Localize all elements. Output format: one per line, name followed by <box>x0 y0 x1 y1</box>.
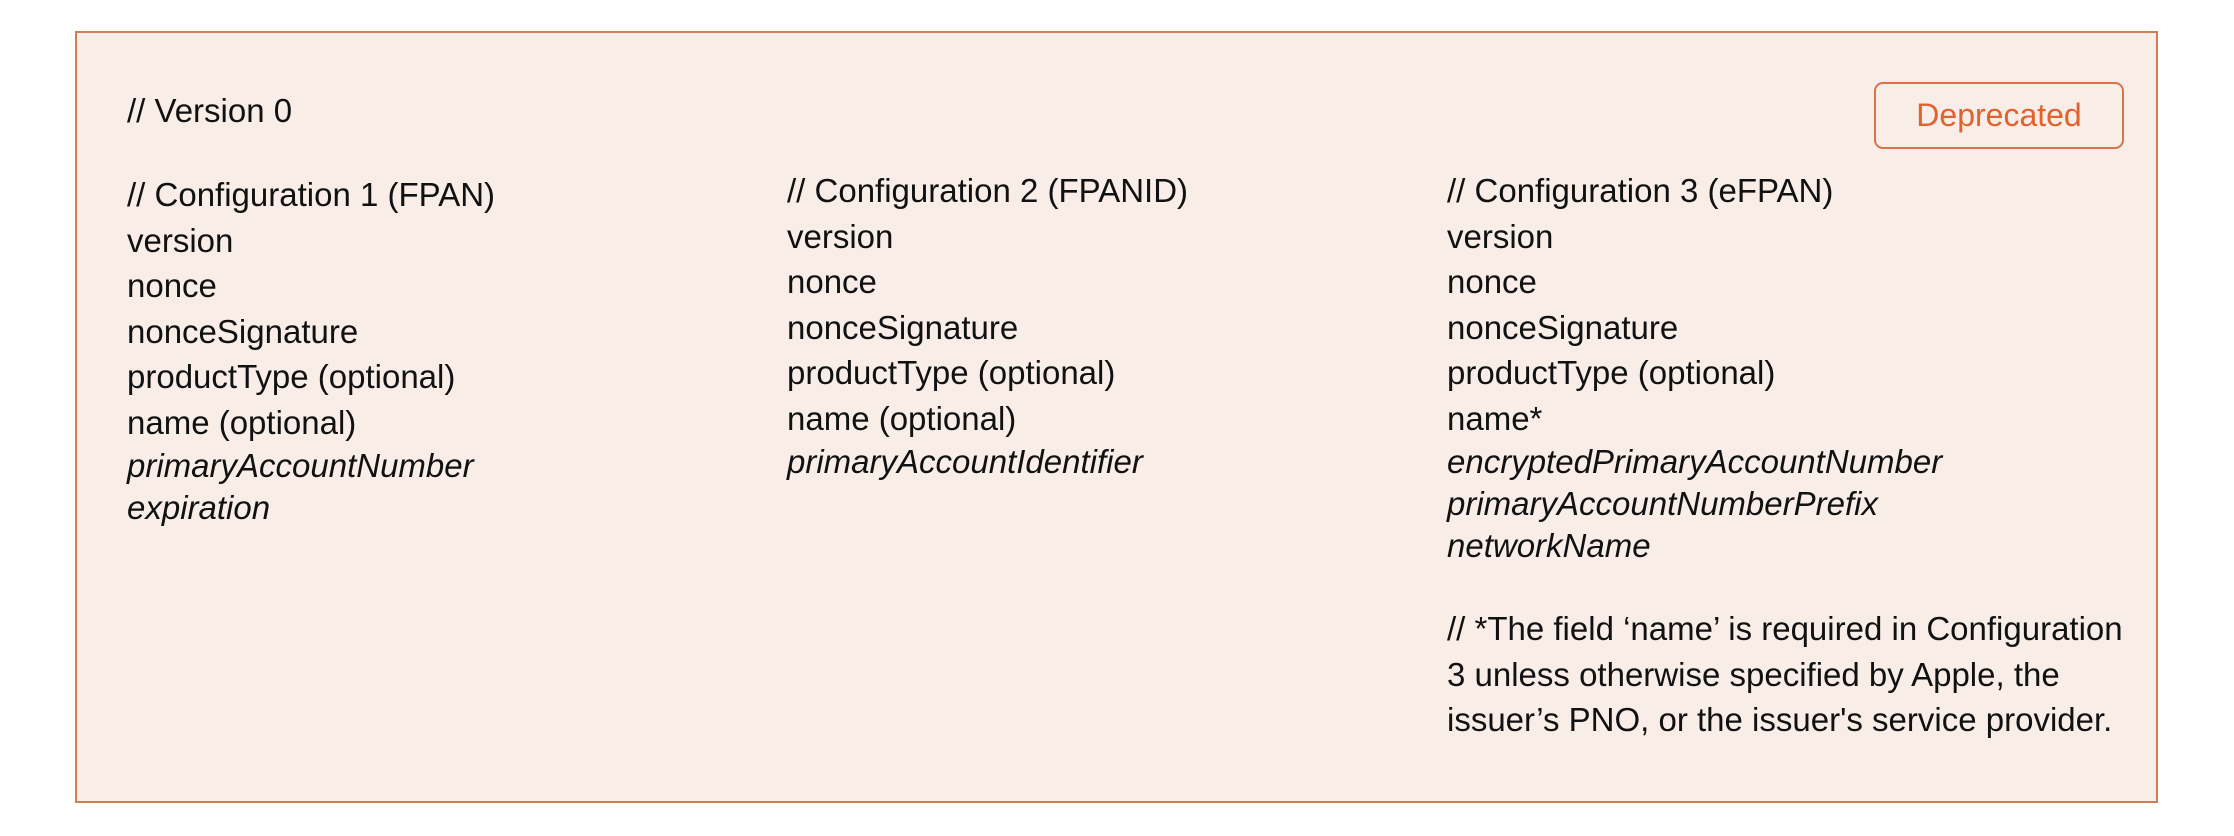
code-sample-panel <box>75 31 2158 803</box>
field-version: version <box>127 221 234 259</box>
field-nonce-signature: nonceSignature <box>787 308 1019 346</box>
field-nonce: nonce <box>127 267 217 304</box>
field-version: version <box>1447 217 1554 255</box>
field-nonce-signature: nonceSignature <box>127 312 359 350</box>
field-encrypted-primary-account-number: encryptedPrimaryAccountNumber <box>1447 443 1943 480</box>
name-required-note: // *The field ‘name’ is required in Conf… <box>1447 610 2123 738</box>
version-comment: // Version 0 <box>127 92 293 129</box>
field-primary-account-number-prefix: primaryAccountNumberPrefix <box>1447 485 1878 522</box>
configuration-3-heading: // Configuration 3 (eFPAN) <box>1447 172 1834 209</box>
field-name-required: name* <box>1447 399 1543 437</box>
field-product-type: productType (optional) <box>1447 354 1776 391</box>
field-nonce: nonce <box>787 263 877 300</box>
deprecated-badge: Deprecated <box>1874 82 2124 149</box>
field-name: name (optional) <box>127 403 357 441</box>
field-network-name: networkName <box>1447 527 1651 564</box>
field-name: name (optional) <box>787 399 1017 437</box>
configuration-1-column: // Configuration 1 (FPAN) version nonce … <box>127 172 495 529</box>
configuration-1-heading: // Configuration 1 (FPAN) <box>127 176 496 213</box>
configuration-2-column: // Configuration 2 (FPANID) version nonc… <box>787 168 1188 483</box>
field-version: version <box>787 217 894 255</box>
field-product-type: productType (optional) <box>127 358 456 395</box>
field-product-type: productType (optional) <box>787 354 1116 391</box>
field-primary-account-number: primaryAccountNumber <box>127 447 474 484</box>
field-primary-account-identifier: primaryAccountIdentifier <box>787 443 1143 480</box>
field-expiration: expiration <box>127 489 271 526</box>
configuration-3-column: // Configuration 3 (eFPAN) version nonce… <box>1447 168 1942 567</box>
configuration-2-heading: // Configuration 2 (FPANID) <box>787 172 1189 209</box>
field-nonce-signature: nonceSignature <box>1447 308 1679 346</box>
field-nonce: nonce <box>1447 263 1537 300</box>
